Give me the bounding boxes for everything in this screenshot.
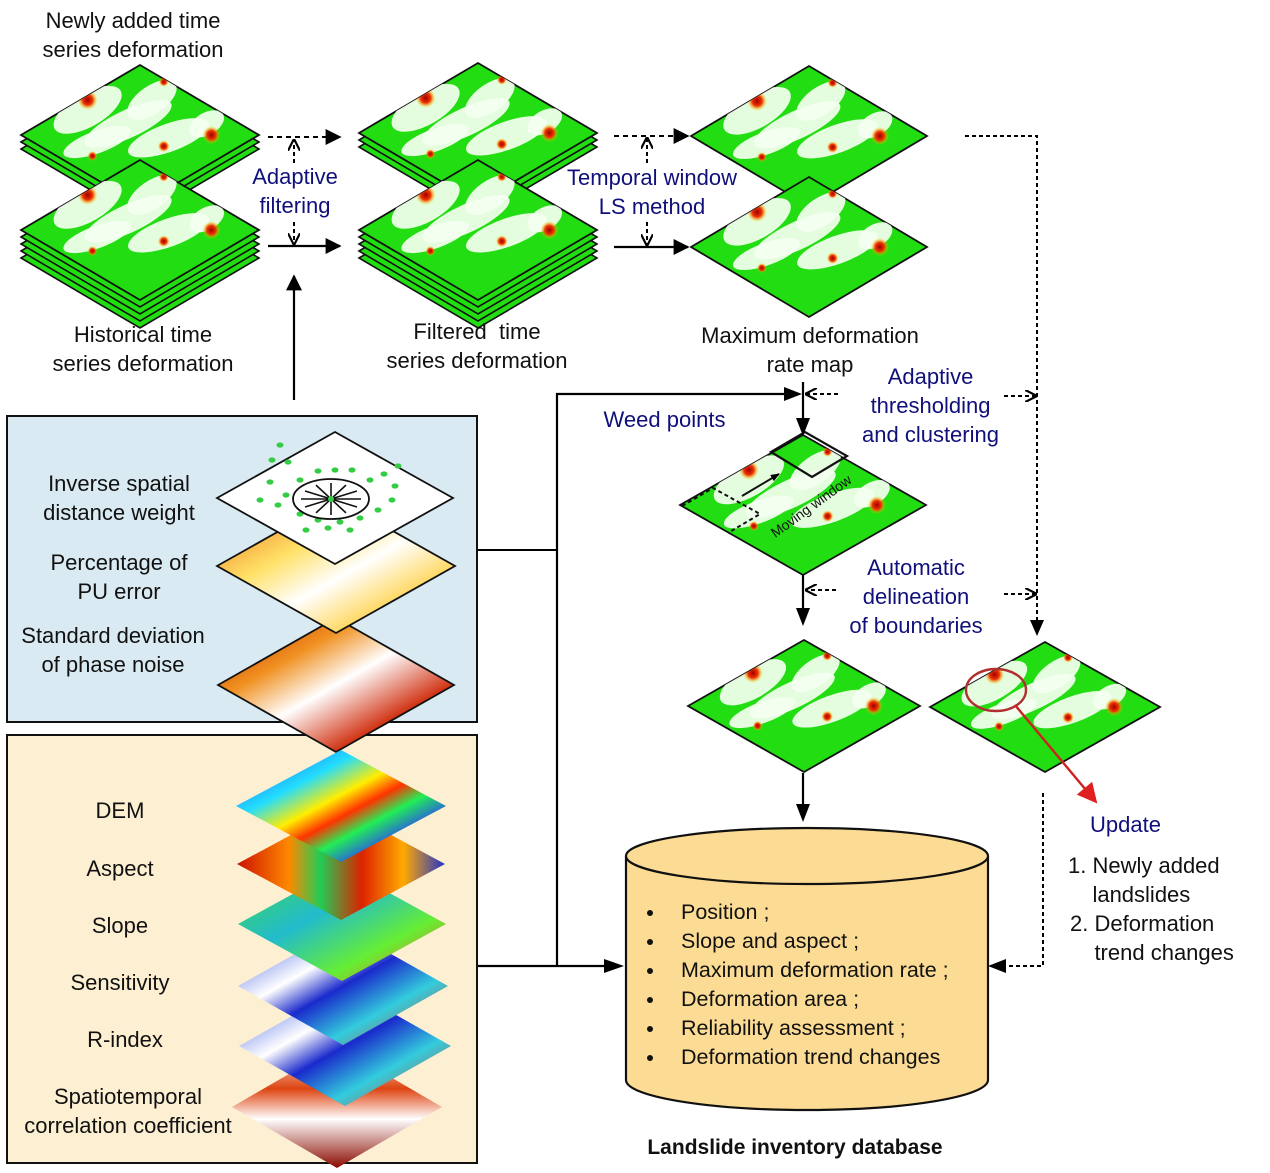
label-temporal-window: Temporal window LS method — [567, 165, 737, 219]
historical-deformation-stack — [19, 158, 261, 329]
reliability-label-idw: Inverse spatial distance weight — [43, 471, 195, 525]
factor-layers — [232, 750, 451, 1168]
dem-map — [236, 750, 446, 862]
database-attribute: Slope and aspect ; — [642, 927, 949, 956]
database-title: Landslide inventory database — [647, 1136, 943, 1159]
sensitivity-map — [238, 927, 448, 1045]
delineated-boundaries-map — [686, 638, 922, 774]
label-adaptive-filtering: Adaptive filtering — [252, 164, 338, 218]
factor-label-correlation: Spatiotemporal correlation coefficient — [24, 1084, 232, 1138]
label-newly-added-deformation: Newly added time series deformation — [42, 8, 224, 62]
database-attribute: Deformation trend changes — [642, 1043, 949, 1072]
reliability-label-phase-noise: Standard deviation of phase noise — [21, 623, 205, 677]
newly-detected-landslide-highlight — [964, 667, 1028, 713]
factor-label-r-index: R-index — [87, 1027, 163, 1052]
label-filtered-deformation: Filtered time series deformation — [386, 319, 568, 373]
aspect-map — [237, 808, 445, 920]
label-adaptive-thresholding: Adaptive thresholding and clustering — [862, 364, 999, 447]
database-attribute: Reliability assessment ; — [642, 1014, 949, 1043]
label-max-rate-map: Maximum deformation rate map — [701, 323, 919, 377]
update-item-trend-changes: 2. Deformation trend changes — [1070, 911, 1234, 965]
database-attribute: Deformation area ; — [642, 985, 949, 1014]
label-weed-points: Weed points — [603, 407, 726, 432]
reliability-layers — [215, 430, 457, 754]
filtered-newly-added-stack — [357, 61, 599, 218]
update-title: Update — [1090, 812, 1161, 837]
label-automatic-delineation: Automatic delineation of boundaries — [849, 555, 983, 638]
filtered-historical-stack — [357, 158, 599, 329]
database-attribute-list: Position ; Slope and aspect ; Maximum de… — [642, 898, 949, 1072]
factor-label-aspect: Aspect — [86, 856, 154, 881]
database-attribute: Maximum deformation rate ; — [642, 956, 949, 985]
slope-map — [238, 867, 446, 981]
phase-noise-map — [216, 616, 456, 754]
max-rate-map-historical — [689, 175, 929, 319]
database-attribute: Position ; — [642, 898, 949, 927]
label-historical-deformation: Historical time series deformation — [52, 322, 234, 376]
factor-label-sensitivity: Sensitivity — [70, 970, 170, 995]
moving-window-map — [678, 430, 928, 577]
factor-label-slope: Slope — [91, 913, 149, 938]
updated-landslide-map — [928, 640, 1162, 774]
reliability-label-pu-error: Percentage of PU error — [50, 550, 188, 604]
max-rate-map-newly — [689, 64, 929, 208]
factor-label-dem: DEM — [95, 798, 145, 823]
update-arrow — [1014, 704, 1098, 804]
database-cylinder — [624, 826, 990, 1112]
update-item-newly-added: 1. Newly added landslides — [1068, 853, 1220, 907]
